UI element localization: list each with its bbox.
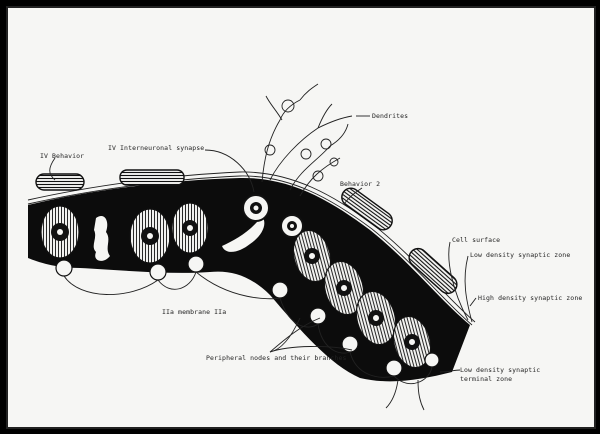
label-top-left: IV Behavior <box>40 152 84 160</box>
section-disc <box>281 215 303 237</box>
label-dendrites: Dendrites <box>372 112 408 120</box>
section-disc <box>243 195 269 221</box>
pad-1 <box>36 174 84 190</box>
cell <box>130 209 170 263</box>
label-high-density-zone: High density synaptic zone <box>478 294 582 302</box>
label-nodes: Peripheral nodes and their branches <box>206 354 346 362</box>
label-behavior-2: Behavior 2 <box>340 180 380 188</box>
label-membrane: IIa membrane IIa <box>162 308 226 316</box>
label-interneuronal: IV Interneuronal synapse <box>108 144 204 152</box>
cell <box>41 206 79 258</box>
label-low-density-bottom-1: Low density synaptic <box>460 366 540 374</box>
label-cell-surface: Cell surface <box>452 236 500 244</box>
cell <box>172 203 208 253</box>
label-low-density-zone: Low density synaptic zone <box>470 251 570 259</box>
pad-2 <box>120 170 184 185</box>
label-low-density-bottom-2: terminal zone <box>460 375 512 383</box>
